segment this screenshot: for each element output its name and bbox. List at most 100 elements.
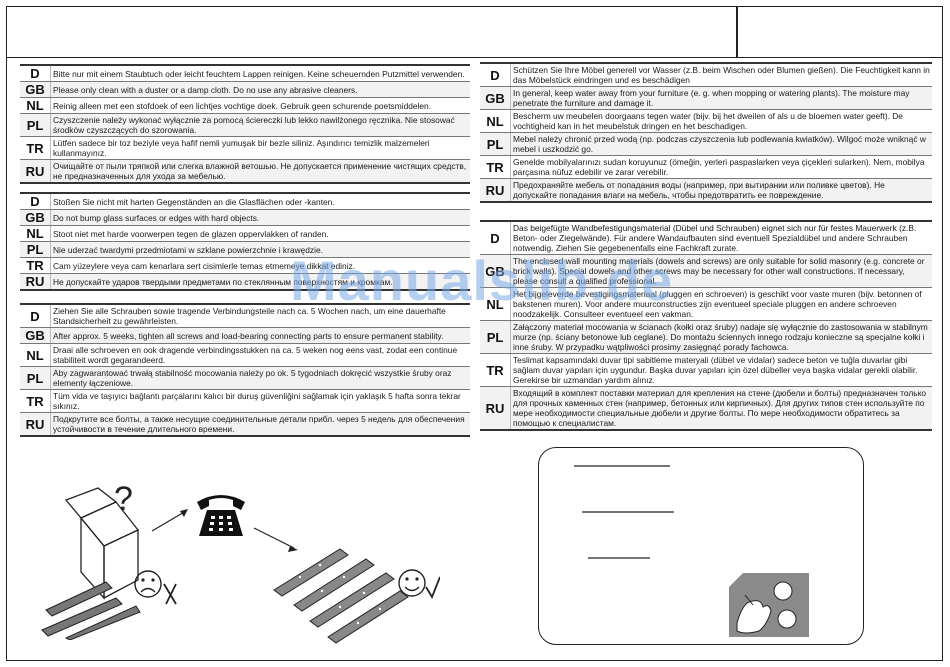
instruction-text: Draai alle schroeven en ook dragende ver… — [50, 344, 470, 366]
instruction-row: NL Bescherm uw meubelen doorgaans tegen w… — [480, 110, 932, 133]
instruction-row: PL Czyszczenie należy wykonać wyłącznie z… — [20, 114, 470, 137]
instruction-row: GB Do not bump glass surfaces or edges wi… — [20, 210, 470, 226]
language-code: GB — [485, 263, 505, 279]
language-code: TR — [26, 258, 44, 273]
glass-caution-section: D Stoßen Sie nicht mit harten Gegenstände… — [20, 192, 470, 291]
instruction-row: PL Nie uderzać twardymi przedmiotami w sz… — [20, 242, 470, 258]
water-protection-section: D Schützen Sie Ihre Möbel generell vor Wa… — [480, 62, 932, 203]
language-code: NL — [26, 226, 44, 241]
instruction-text: Ziehen Sie alle Schrauben sowie tragende… — [50, 305, 470, 327]
instruction-text: Załączony materiał mocowania w ścianach … — [510, 321, 932, 353]
instruction-row: GB Please only clean with a duster or a d… — [20, 82, 470, 98]
language-code: PL — [26, 117, 44, 133]
instruction-row: D Schützen Sie Ihre Möbel generell vor Wa… — [480, 64, 932, 87]
language-code: D — [30, 194, 40, 209]
instruction-row: RU Не допускайте ударов твердыми предмета… — [20, 274, 470, 291]
instruction-text: Tüm vida ve taşıyıcı bağlantı parçaların… — [50, 390, 470, 412]
hand-touch-icon — [729, 573, 809, 637]
instruction-text: Bitte nur mit einem Staubtuch oder leich… — [50, 66, 470, 81]
instruction-text: Het bijgeleverde bevestigingsmateriaal (… — [510, 288, 932, 320]
instruction-text: Czyszczenie należy wykonać wyłącznie za … — [50, 114, 470, 136]
instruction-text: The enclosed wall mounting materials (do… — [510, 255, 932, 287]
instruction-text: Nie uderzać twardymi przedmiotami w szkl… — [50, 242, 470, 257]
instruction-text: Schützen Sie Ihre Möbel generell vor Was… — [510, 64, 932, 86]
svg-text:?: ? — [114, 480, 133, 518]
instruction-text: Please only clean with a duster or a dam… — [50, 82, 470, 97]
instruction-row: GB After approx. 5 weeks, tighten all scr… — [20, 328, 470, 344]
page-frame — [6, 6, 943, 661]
retighten-screws-section: D Ziehen Sie alle Schrauben sowie tragend… — [20, 303, 470, 437]
instruction-text: Подкрутите все болты, а также несущие со… — [50, 413, 470, 435]
language-code: D — [490, 67, 500, 83]
instruction-row: TR Lütfen sadece bir toz beziyle veya haf… — [20, 137, 470, 160]
instruction-row: D Stoßen Sie nicht mit harten Gegenstände… — [20, 194, 470, 210]
instruction-row: GB The enclosed wall mounting materials (… — [480, 255, 932, 288]
instruction-row: NL Het bijgeleverde bevestigingsmateriaal… — [480, 288, 932, 321]
instruction-row: RU Подкрутите все болты, а также несущие … — [20, 413, 470, 437]
instruction-row: RU Предохраняйте мебель от попадания воды… — [480, 179, 932, 203]
instruction-row: D Bitte nur mit einem Staubtuch oder leic… — [20, 66, 470, 82]
language-code: GB — [25, 210, 45, 225]
instruction-text: Lütfen sadece bir toz beziyle veya hafif… — [50, 137, 470, 159]
instruction-text: After approx. 5 weeks, tighten all screw… — [50, 328, 470, 343]
language-code: NL — [26, 347, 44, 363]
language-code: TR — [26, 393, 44, 409]
language-code: PL — [26, 370, 44, 386]
language-code: GB — [25, 328, 45, 343]
telephone-icon — [197, 495, 245, 536]
language-code: TR — [486, 159, 504, 175]
instruction-text: Предохраняйте мебель от попадания воды (… — [510, 179, 932, 201]
instruction-row: PL Mebel należy chronić przed wodą (np. p… — [480, 133, 932, 156]
language-code: TR — [26, 140, 44, 156]
instruction-text: Das beigefügte Wandbefestigungsmaterial … — [510, 222, 932, 254]
language-code: PL — [26, 242, 44, 257]
language-code: TR — [486, 362, 504, 378]
box-question-illustration: ? — [41, 480, 177, 640]
language-code: GB — [25, 82, 45, 97]
instruction-row: TR Tüm vida ve taşıyıcı bağlantı parçalar… — [20, 390, 470, 413]
instruction-row: PL Załączony materiał mocowania w ścianac… — [480, 321, 932, 354]
instruction-row: NL Stoot niet met harde voorwerpen tegen … — [20, 226, 470, 242]
instruction-text: Stoot niet met harde voorwerpen tegen de… — [50, 226, 470, 241]
header-divider — [6, 57, 943, 58]
instruction-row: TR Teslimat kapsamındaki duvar tipi sabit… — [480, 354, 932, 387]
instruction-text: Aby zagwarantować trwałą stabilność moco… — [50, 367, 470, 389]
notes-panel — [538, 447, 864, 645]
language-code: D — [30, 66, 40, 81]
instruction-text: Teslimat kapsamındaki duvar tipi sabitle… — [510, 354, 932, 386]
instruction-text: Mebel należy chronić przed wodą (np. pod… — [510, 133, 932, 155]
instruction-text: Stoßen Sie nicht mit harten Gegenständen… — [50, 194, 470, 209]
language-code: RU — [25, 274, 45, 289]
language-code: NL — [26, 98, 44, 113]
language-code: RU — [25, 163, 45, 179]
instruction-row: PL Aby zagwarantować trwałą stabilność mo… — [20, 367, 470, 390]
sorted-parts-illustration — [273, 548, 440, 644]
notes-lines — [574, 465, 674, 559]
instruction-text: Genelde mobilyalarınızı sudan koruyunuz … — [510, 156, 932, 178]
wall-mounting-section: D Das beigefügte Wandbefestigungsmaterial… — [480, 220, 932, 431]
language-code: NL — [486, 296, 504, 312]
instruction-text: Bescherm uw meubelen doorgaans tegen wat… — [510, 110, 932, 132]
instruction-row: NL Draai alle schroeven en ook dragende v… — [20, 344, 470, 367]
language-code: NL — [486, 113, 504, 129]
instruction-row: NL Reinig alleen met een stofdoek of een … — [20, 98, 470, 114]
instruction-text: Do not bump glass surfaces or edges with… — [50, 210, 470, 225]
instruction-row: TR Genelde mobilyalarınızı sudan koruyunu… — [480, 156, 932, 179]
instruction-text: Очищайте от пыли тряпкой или слегка влаж… — [50, 160, 470, 182]
arrow-icon — [151, 509, 188, 532]
instruction-row: D Ziehen Sie alle Schrauben sowie tragend… — [20, 305, 470, 328]
instruction-text: Reinig alleen met een stofdoek of een li… — [50, 98, 470, 113]
instruction-row: RU Очищайте от пыли тряпкой или слегка вл… — [20, 160, 470, 184]
language-code: PL — [486, 329, 504, 345]
language-code: D — [490, 230, 500, 246]
language-code: PL — [486, 136, 504, 152]
care-cleaning-section: D Bitte nur mit einem Staubtuch oder leic… — [20, 64, 470, 184]
header-page-number-box — [736, 6, 738, 58]
instruction-text: Не допускайте ударов твердыми предметами… — [50, 274, 470, 289]
language-code: RU — [25, 416, 45, 432]
instruction-text: Входящий в комплект поставки материал дл… — [510, 387, 932, 429]
language-code: RU — [485, 182, 505, 198]
language-code: D — [30, 308, 40, 324]
